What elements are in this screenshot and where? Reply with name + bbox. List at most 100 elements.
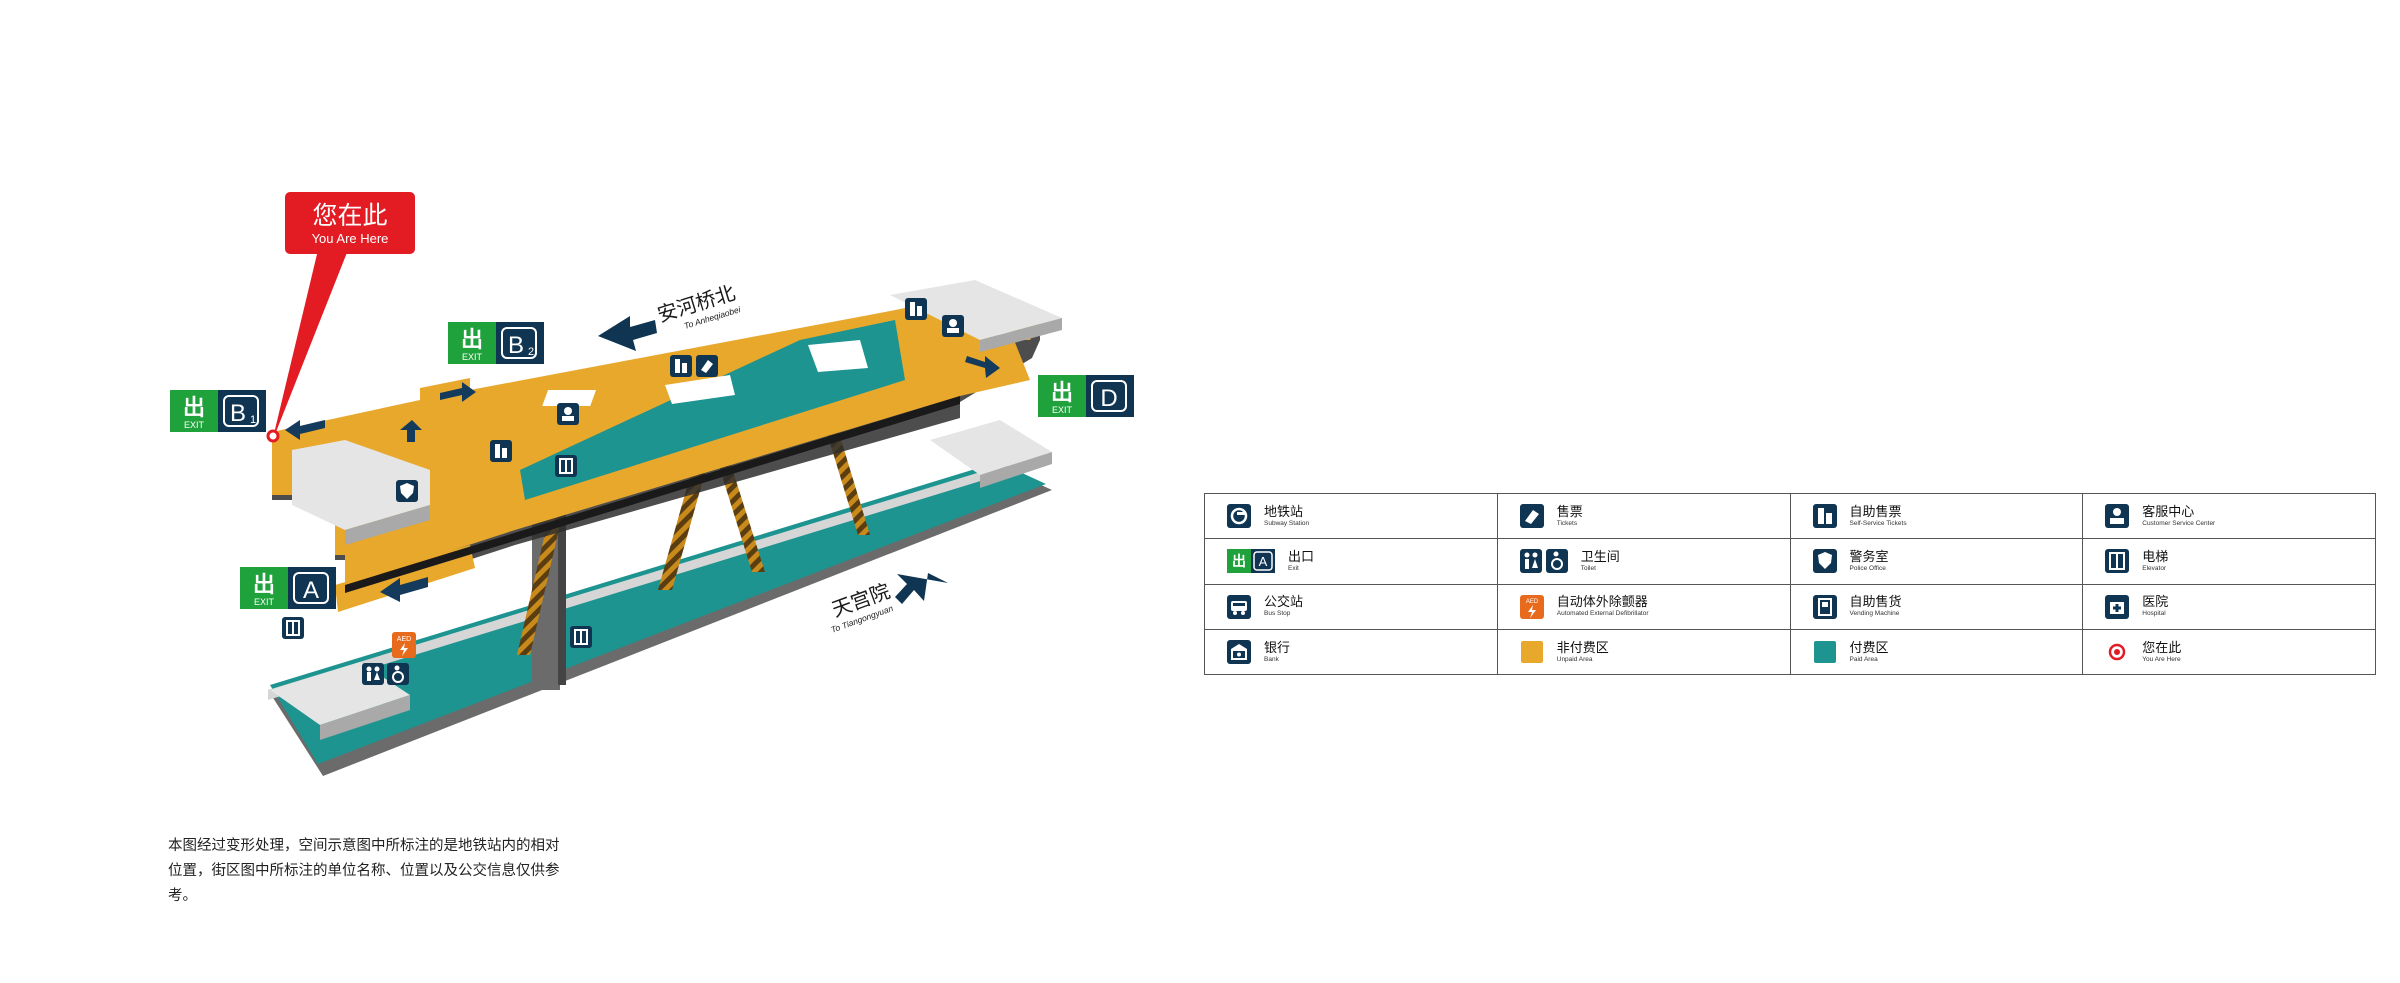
aed-icon: AED [1519, 594, 1544, 619]
legend-label-en: Elevator [2142, 565, 2167, 573]
aed-icon: AED [392, 632, 416, 658]
legend-label-en: Unpaid Area [1556, 655, 1593, 663]
legend-label-en: Automated External Defibrillator [1556, 610, 1649, 618]
exit-sign-b1: 出 EXIT B 1 [170, 390, 266, 432]
self-service-ticket-icon [490, 440, 512, 462]
self-service-ticket-icon [905, 298, 927, 320]
vending-icon [1812, 594, 1837, 619]
bus-icon [1227, 594, 1251, 619]
arrow-right-b2 [440, 382, 476, 402]
exit-word: EXIT [254, 597, 275, 607]
concourse-opening-2 [808, 340, 868, 372]
you-are-here-en: You Are Here [312, 231, 389, 246]
flow-arrows [285, 356, 1000, 602]
exit-word: EXIT [1052, 405, 1073, 415]
bank-icon [1227, 639, 1251, 664]
platform-room-right [930, 420, 1052, 475]
platform-room-left-side [320, 695, 410, 740]
legend-label: 地铁站 [1264, 503, 1304, 519]
legend-label: 付费区 [1849, 639, 1889, 655]
self-service-ticket-icon [670, 355, 692, 377]
legend-label-en: You Are Here [2142, 655, 2181, 663]
callout-pointer [272, 250, 348, 442]
ticket-icon [696, 355, 718, 377]
exit-glyph: 出 [1232, 553, 1246, 570]
exit-letter: A [303, 577, 319, 604]
exit-glyph: 出 [461, 328, 483, 353]
arrow-left-b1 [285, 420, 325, 440]
concourse-opening-1 [542, 390, 597, 406]
exit-word: EXIT [462, 352, 483, 362]
subway-icon [1227, 504, 1251, 529]
exit-subscript: 2 [528, 346, 534, 358]
legend-label: 自助售票 [1849, 503, 1902, 519]
exit-glyph: 出 [253, 573, 275, 598]
platform-level [268, 420, 1052, 776]
you-are-here-icon [2105, 640, 2129, 664]
legend-label: 客服中心 [2142, 503, 2195, 519]
unpaid-area-icon [1520, 640, 1544, 664]
legend-label-en: Toilet [1580, 565, 1596, 573]
police-icon [396, 480, 418, 502]
aed-label: AED [1526, 599, 1539, 605]
legend-label: 非付费区 [1556, 639, 1609, 655]
legend-label: 警务室 [1849, 549, 1889, 565]
legend-label: 出口 [1288, 549, 1315, 565]
callout-box [285, 192, 415, 254]
legend-label: 公交站 [1264, 594, 1304, 610]
elevator-icon [2105, 549, 2130, 574]
track-wall [268, 466, 1000, 700]
hospital-icon [2105, 594, 2130, 619]
toilet-icon [1519, 549, 1568, 574]
legend-label-en: Vending Machine [1849, 610, 1900, 618]
legend-label: 医院 [2142, 594, 2169, 610]
station-map: AED 出 EXIT B 1 出 EXIT B 2 出 EXIT A [170, 192, 1134, 776]
you-are-here-callout: 您在此 You Are Here [266, 192, 415, 443]
map-disclaimer-note: 本图经过变形处理，空间示意图中所标注的是地铁站内的相对位置，街区图中所标注的单位… [168, 838, 560, 904]
legend-label-en: Bus Stop [1264, 610, 1291, 618]
you-are-here-marker [266, 429, 280, 443]
platform-room-right-side [980, 452, 1052, 488]
arrow-right-icon [895, 573, 948, 604]
customer-service-icon [557, 403, 579, 425]
concourse-edge [345, 396, 960, 593]
legend-label: 您在此 [2142, 639, 2182, 655]
exit-sign-a: 出 EXIT A [240, 567, 336, 609]
arrow-right-d [965, 356, 1000, 378]
legend-label-en: Police Office [1849, 565, 1886, 573]
legend-label-en: Hospital [2142, 610, 2166, 618]
concourse-level [272, 280, 1062, 612]
aed-label: AED [397, 636, 411, 643]
legend-exit-tag: A [1259, 554, 1268, 569]
legend-label: 卫生间 [1580, 549, 1620, 565]
legend-label-en: Self-Service Tickets [1849, 519, 1907, 527]
police-icon [1812, 549, 1837, 574]
customer-service-icon [942, 315, 964, 337]
customer-service-icon [2105, 504, 2130, 529]
concourse-opening-3 [665, 375, 735, 404]
legend-label-en: Subway Station [1264, 519, 1310, 527]
legend-label: 银行 [1264, 639, 1291, 655]
legend-label-en: Paid Area [1849, 655, 1878, 663]
legend-label: 自助售货 [1849, 594, 1902, 610]
map-facility-icons: AED [282, 298, 964, 685]
legend-label-en: Tickets [1556, 519, 1578, 527]
exit-word: EXIT [184, 420, 205, 430]
legend-label-en: Exit [1288, 565, 1299, 573]
exit-letter: B [508, 332, 524, 359]
exit-glyph: 出 [183, 396, 205, 421]
